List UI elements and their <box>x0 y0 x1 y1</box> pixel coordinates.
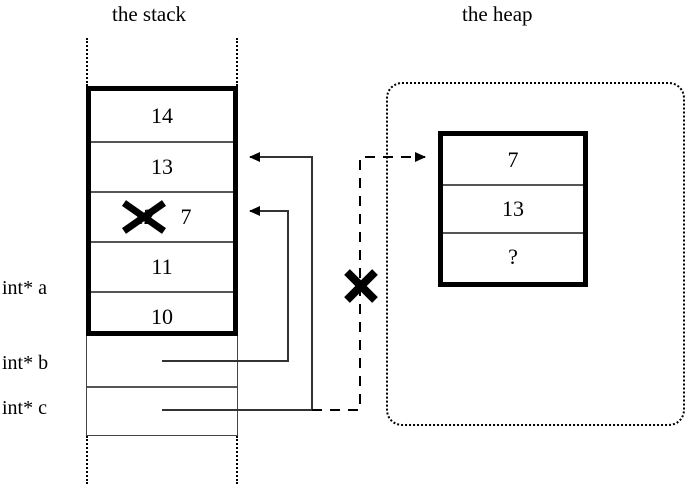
stack-continuation-top-left <box>86 38 88 86</box>
heap-cell-0-value: 7 <box>507 147 519 172</box>
pointer-c-wire <box>162 152 313 411</box>
stack-cell-0-value: 14 <box>151 103 173 128</box>
stack-title: the stack <box>112 2 187 26</box>
heap-block: 7 13 ? <box>438 131 588 287</box>
stack-pointer-cell-c <box>87 386 237 436</box>
heap-title: the heap <box>462 2 533 26</box>
stack-cell-0: 14 <box>91 91 233 141</box>
stack-continuation-bottom-right <box>236 436 238 484</box>
stack-cell-3: 11 <box>91 241 233 291</box>
heap-cell-1: 13 <box>443 184 583 232</box>
heap-pointer-broken-wire <box>312 152 426 411</box>
stack-cell-4: 10 <box>91 291 233 341</box>
heap-boundary <box>386 82 685 426</box>
variable-label-a: int* a <box>2 277 47 299</box>
variable-label-b: int* b <box>2 352 49 374</box>
variable-label-c: int* c <box>2 397 47 419</box>
stack-cell-3-value: 11 <box>151 254 173 279</box>
stack-cell-4-value: 10 <box>151 304 173 329</box>
pointer-b-wire <box>162 206 289 362</box>
heap-cell-2-value: ? <box>508 244 518 269</box>
stack-continuation-top-right <box>236 38 238 86</box>
heap-cell-1-value: 13 <box>502 196 524 221</box>
stack-continuation-bottom-left <box>86 436 88 484</box>
broken-link-x-icon <box>344 269 378 303</box>
stack-cell-1-value: 13 <box>151 154 173 179</box>
stack-pointer-cells <box>86 336 238 436</box>
stack-cell-1: 13 <box>91 141 233 191</box>
stack-frame: 14 13 12 7 11 10 <box>86 86 238 336</box>
heap-cell-0: 7 <box>443 136 583 184</box>
stack-cell-2-new-value: 7 <box>180 204 192 229</box>
heap-cell-2: ? <box>443 232 583 280</box>
